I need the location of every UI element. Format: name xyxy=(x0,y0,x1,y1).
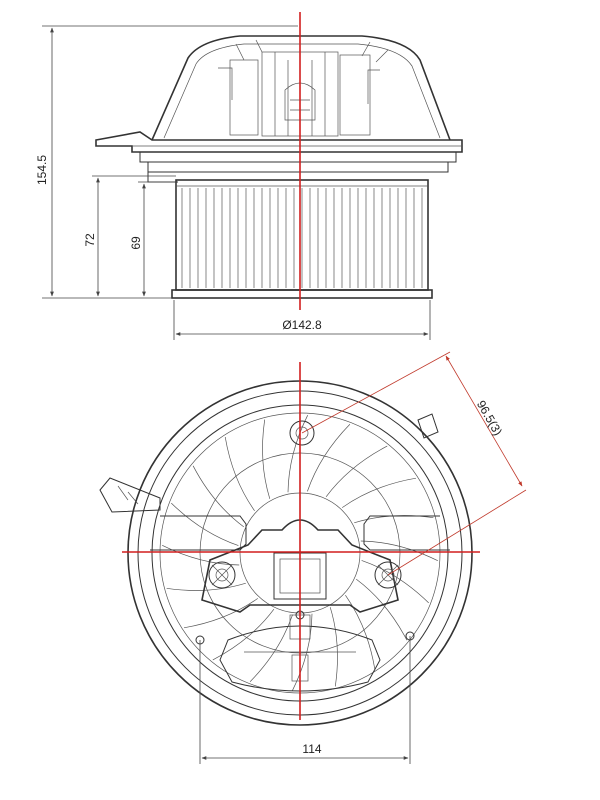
radial-rib xyxy=(171,502,239,546)
radial-rib xyxy=(224,436,255,512)
radial-rib xyxy=(212,608,275,661)
radial-rib xyxy=(329,607,338,687)
flange-step xyxy=(147,161,449,173)
radial-rib xyxy=(355,578,408,641)
impeller-blades xyxy=(181,188,423,288)
radial-rib xyxy=(162,544,240,566)
radial-rib xyxy=(192,465,245,528)
lower-bracket xyxy=(219,625,381,692)
radial-rib xyxy=(345,594,376,670)
dimension-impeller-diameter: Ø142.8 xyxy=(282,318,322,332)
radial-rib xyxy=(307,424,351,492)
radial-rib xyxy=(166,582,246,591)
dimension-impeller-height-inner: 69 xyxy=(129,236,143,250)
radial-rib xyxy=(361,560,429,604)
dimension-impeller-height-outer: 72 xyxy=(83,233,97,247)
connector-tab xyxy=(99,477,161,513)
radial-rib xyxy=(341,477,417,508)
radial-rib xyxy=(325,445,388,498)
side-view xyxy=(95,12,463,310)
dimension-overall-height: 154.5 xyxy=(35,155,49,185)
radial-rib xyxy=(183,598,259,629)
radial-rib xyxy=(360,540,438,562)
flange-lower-ring xyxy=(139,151,457,163)
radial-rib xyxy=(262,419,271,499)
side-view-dimensions: 154.5 72 69 Ø142.8 xyxy=(35,25,431,340)
motor-housing-inner-dome xyxy=(163,43,441,139)
radial-rib xyxy=(287,415,309,493)
left-slot xyxy=(150,515,247,551)
motor-internals xyxy=(218,39,389,137)
terminal-tab xyxy=(417,413,439,439)
central-plate xyxy=(201,519,399,613)
right-slot xyxy=(363,515,450,551)
radial-rib xyxy=(249,614,293,682)
dimension-mount-hole-spacing: 114 xyxy=(302,742,321,756)
motor-housing-dome xyxy=(151,35,451,141)
bottom-view xyxy=(99,362,480,726)
mounting-hole-top xyxy=(289,420,315,446)
mounting-hole-left xyxy=(208,561,236,589)
impeller-base-ring xyxy=(171,289,433,299)
mounting-flange xyxy=(95,131,463,153)
dimension-mount-hole-radius: 96.5(3) xyxy=(474,398,505,438)
